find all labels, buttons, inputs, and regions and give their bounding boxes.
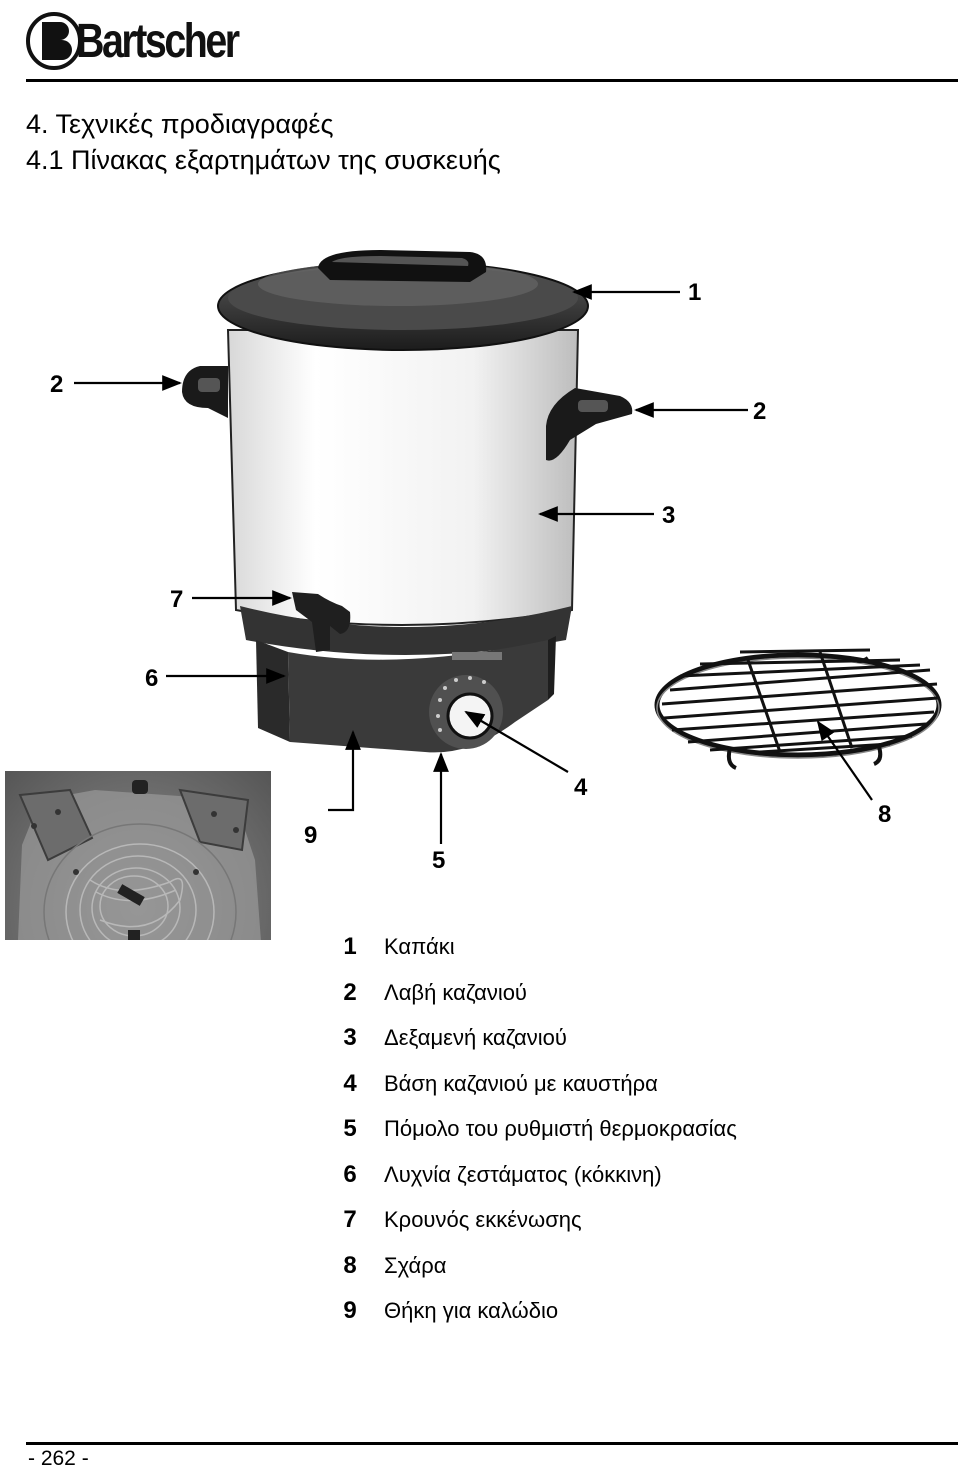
logo-mark-icon xyxy=(26,12,82,70)
legend-label: Βάση καζανιού με καυστήρα xyxy=(384,1070,658,1096)
section-title: 4. Τεχνικές προδιαγραφές xyxy=(26,109,334,139)
legend-number: 8 xyxy=(343,1251,357,1279)
grill-rack xyxy=(654,648,942,770)
legend-number: 6 xyxy=(343,1160,357,1188)
callout-1: 1 xyxy=(688,279,702,306)
footer-rule xyxy=(26,1442,958,1445)
legend-item: 3 Δεξαμενή καζανιού xyxy=(340,1021,900,1067)
callout-8: 8 xyxy=(878,801,892,828)
drain-tap xyxy=(292,592,351,652)
callout-6: 6 xyxy=(145,665,159,692)
boiler-tank xyxy=(226,329,580,626)
legend-number: 5 xyxy=(343,1115,357,1142)
boiler-lid xyxy=(217,250,589,351)
page-number: - 262 - xyxy=(28,1447,89,1470)
handle-right xyxy=(546,388,633,461)
callout-3: 3 xyxy=(662,502,676,529)
legend-number: 9 xyxy=(343,1297,357,1324)
callout-5: 5 xyxy=(432,847,446,874)
legend-number: 7 xyxy=(343,1206,357,1233)
callout-9: 9 xyxy=(304,822,318,849)
legend-number: 3 xyxy=(343,1024,357,1051)
legend-item: 2 Λαβή καζανιού xyxy=(340,976,900,1022)
boiler-base xyxy=(240,606,572,753)
legend-label: Θήκη για καλώδιο xyxy=(384,1298,559,1323)
parts-legend: 1 Καπάκι 2 Λαβή καζανιού 3 Δεξαμενή καζα… xyxy=(340,930,900,1340)
legend-label: Καπάκι xyxy=(384,934,455,959)
callout-2-right: 2 xyxy=(753,398,767,425)
brand-name: Bartscher xyxy=(76,15,240,68)
legend-label: Πόμολο του ρυθμιστή θερμοκρασίας xyxy=(384,1116,737,1141)
callout-2-left: 2 xyxy=(50,371,64,398)
appliance-figure xyxy=(5,250,942,940)
legend-number: 4 xyxy=(343,1069,357,1097)
subsection-title: 4.1 Πίνακας εξαρτημάτων της συσκευής xyxy=(26,145,501,175)
legend-item: 5 Πόμολο του ρυθμιστή θερμοκρασίας xyxy=(340,1112,900,1158)
legend-item: 7 Κρουνός εκκένωσης xyxy=(340,1203,900,1249)
callout-4: 4 xyxy=(574,774,588,801)
legend-label: Δεξαμενή καζανιού xyxy=(384,1025,567,1050)
legend-item: 9 Θήκη για καλώδιο xyxy=(340,1294,900,1340)
legend-number: 1 xyxy=(343,933,357,960)
leader-lines xyxy=(74,284,873,844)
handle-left xyxy=(182,366,228,418)
legend-item: 6 Λυχνία ζεστάματος (κόκκινη) xyxy=(340,1158,900,1204)
legend-label: Λυχνία ζεστάματος (κόκκινη) xyxy=(384,1161,662,1187)
header-rule xyxy=(26,79,958,82)
bartscher-logo: Bartscher xyxy=(26,8,246,70)
legend-label: Λαβή καζανιού xyxy=(384,979,527,1005)
callout-7: 7 xyxy=(170,586,184,613)
legend-item: 8 Σχάρα xyxy=(340,1249,900,1295)
base-underside-photo xyxy=(5,771,271,940)
legend-number: 2 xyxy=(343,978,357,1006)
legend-label: Κρουνός εκκένωσης xyxy=(384,1207,582,1232)
legend-label: Σχάρα xyxy=(384,1252,447,1278)
legend-item: 1 Καπάκι xyxy=(340,930,900,976)
legend-item: 4 Βάση καζανιού με καυστήρα xyxy=(340,1067,900,1113)
